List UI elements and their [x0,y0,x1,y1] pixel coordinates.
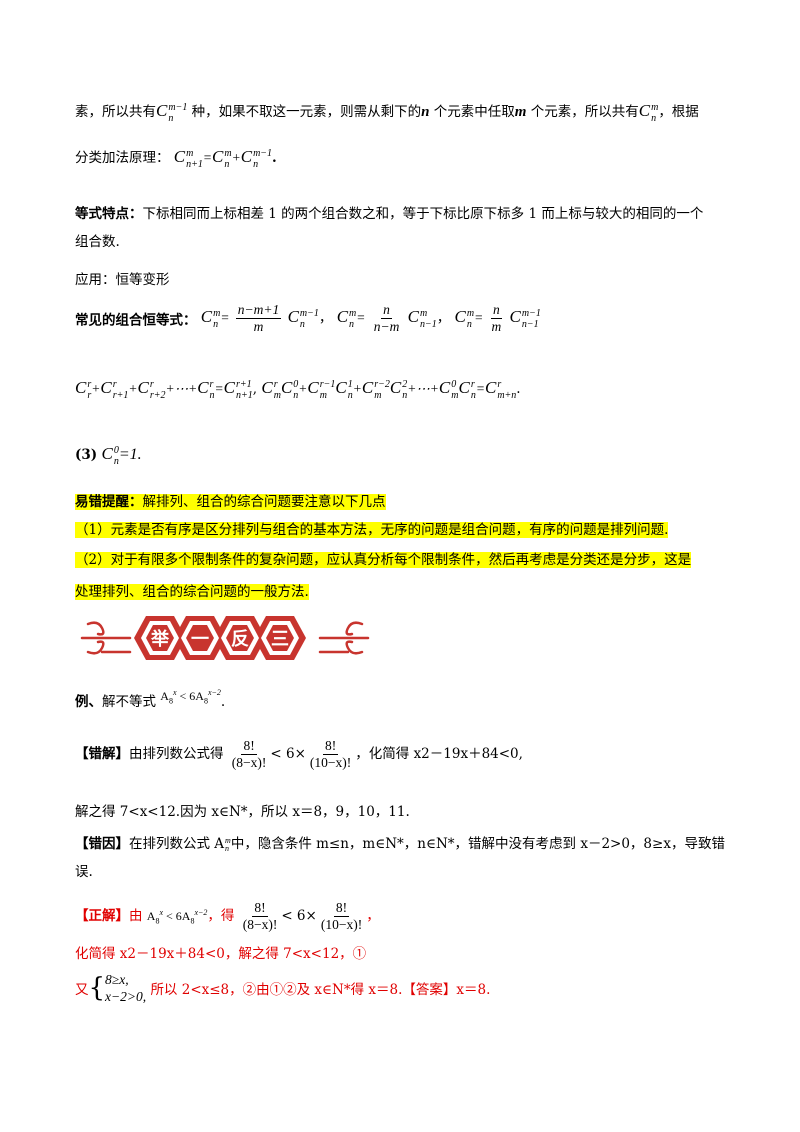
banner-graphic: 举 一 反 三 [80,616,370,660]
feature-line2: 组合数. [75,234,120,250]
banner-char-2: 一 [191,629,209,650]
warning-p3: 处理排列、组合的综合问题的一般方法. [75,584,309,600]
example-line: 例、解不等式 A8x < 6A8x−2. [75,688,226,710]
wrong-solution-line1: 【错解】由排列数公式得 8!(8−x)!< 6×8!(10−x)!，化简得 x2… [75,738,523,770]
warning-title: 易错提醒：解排列、组合的综合问题要注意以下几点 [75,494,386,510]
correct-solution-line2: 化简得 x2－19x＋84<0，解之得 7<x<12，① [75,946,367,962]
hexagons [134,616,306,660]
application-line: 应用：恒等变形 [75,272,170,288]
correct-solution-line1: 【正解】由 A8x < 6A8x−2，得 8!(8−x)!< 6×8!(10−x… [75,900,380,932]
correct-solution-line3: 又{8≥x,x−2>0, 所以 2<x≤8，②由①②及 x∈N*得 x＝8.【答… [75,972,491,1004]
warning-p1: （1）元素是否有序是区分排列与组合的基本方法，无序的问题是组合问题，有序的问题是… [75,522,669,538]
wrong-reason-line2: 误. [75,864,93,880]
right-decoration [318,621,370,655]
feature-line1: 等式特点：下标相同而上标相差 1 的两个组合数之和，等于下标比原下标多 1 而上… [75,206,704,222]
wrong-solution-line2: 解之得 7<x<12.因为 x∈N*，所以 x＝8，9，10，11. [75,804,410,820]
banner-char-3: 反 [231,629,249,650]
banner-char-1: 举 [150,628,170,650]
left-decoration [80,621,132,655]
banner-char-4: 三 [271,629,289,650]
warning-p2: （2）对于有限多个限制条件的复杂问题，应认真分析每个限制条件，然后再考虑是分类还… [75,552,692,568]
